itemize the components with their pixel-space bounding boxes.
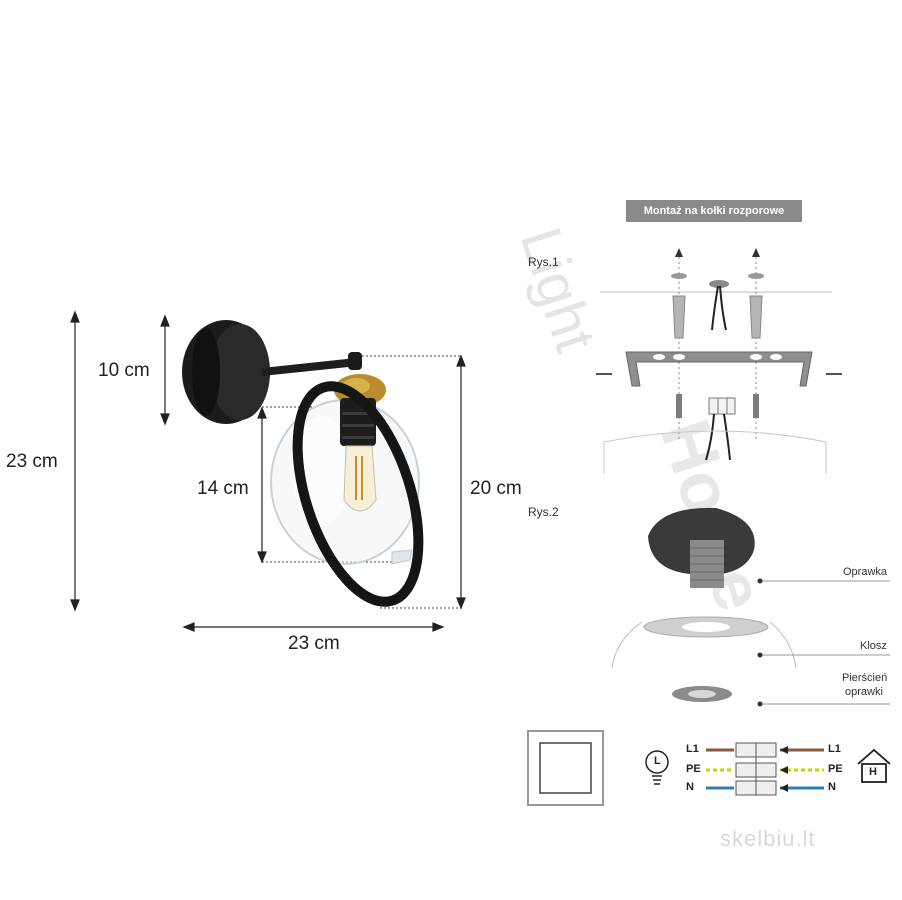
total-width-label: 23 cm: [288, 633, 340, 654]
wire-right-l1: L1: [828, 743, 841, 755]
wire-left-l1: L1: [686, 743, 699, 755]
dimension-lines: [70, 310, 466, 632]
lamp-arm: [262, 352, 362, 376]
house-icon: [857, 748, 891, 783]
shade-part: [611, 616, 797, 669]
lamp-wall-plate: [182, 320, 270, 424]
ring-label-line2: oprawki: [845, 686, 883, 698]
wire-right-pe: PE: [828, 763, 843, 775]
ring-part: [672, 686, 732, 702]
wire-right-n: N: [828, 781, 836, 793]
figure-1-label: Rys.1: [528, 255, 559, 269]
globe-height-label: 14 cm: [197, 478, 249, 499]
wall-plugs: [672, 295, 763, 339]
figure-2-label: Rys.2: [528, 505, 559, 519]
lamp-top-outline: [603, 430, 827, 474]
socket-label: Oprawka: [843, 566, 888, 578]
up-arrows: [675, 248, 760, 257]
total-height-label: 23 cm: [6, 451, 58, 472]
mounting-banner: Montaż na kołki rozporowe: [626, 200, 802, 222]
ring-label-line1: Pierścień: [842, 672, 888, 684]
ring-height-label: 20 cm: [470, 478, 522, 499]
wire-left-n: N: [686, 781, 694, 793]
wiring-terminals: [735, 742, 777, 796]
canopy-part: [648, 507, 755, 588]
ceiling-cable: [711, 285, 727, 331]
switch-icon: [527, 730, 604, 806]
ceiling-holes: [671, 273, 764, 288]
bulb-icon: [645, 750, 669, 785]
wire-left-pe: PE: [686, 763, 701, 775]
terminal-block: [705, 397, 736, 461]
mount-screws: [676, 394, 759, 418]
base-height-label: 10 cm: [98, 360, 150, 381]
part-leaders: [760, 580, 890, 705]
site-watermark: skelbiu.lt: [720, 826, 816, 851]
house-icon-letter: H: [869, 766, 877, 778]
wiring-arrows: [780, 746, 788, 792]
bulb-icon-letter: L: [654, 755, 661, 767]
lamp-ring: [292, 381, 424, 607]
shade-label: Klosz: [860, 640, 887, 652]
brand-watermark: Light: [508, 220, 609, 360]
mounting-bracket: [625, 351, 813, 387]
lamp-bulb: [343, 445, 377, 512]
leader-dots: [757, 578, 763, 707]
